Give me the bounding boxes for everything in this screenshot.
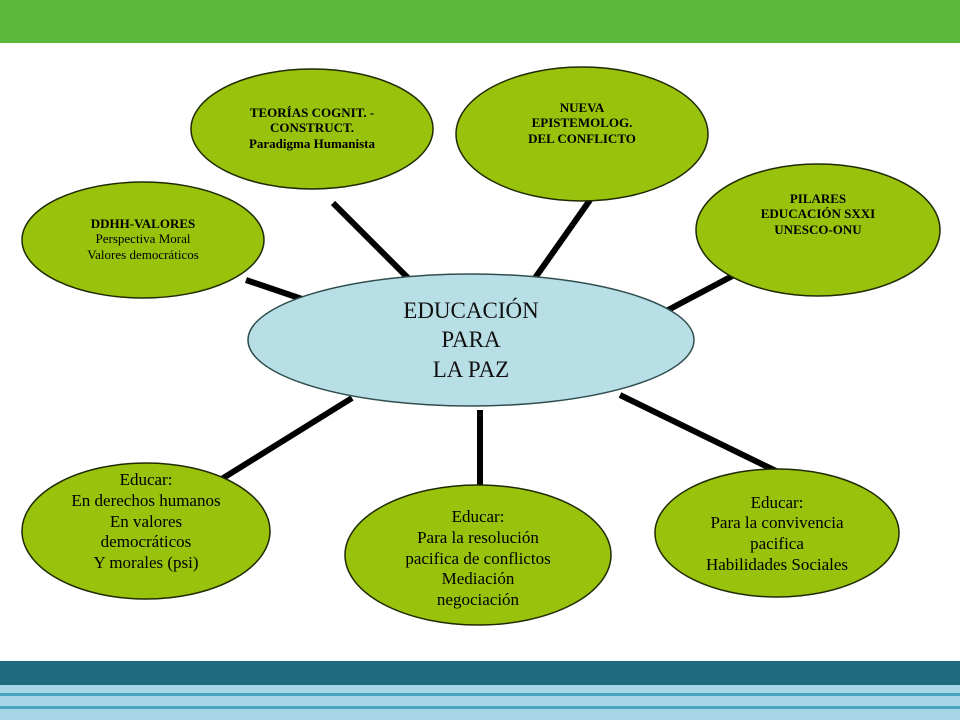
- center-line: LA PAZ: [432, 356, 510, 382]
- node-line: democráticos: [100, 532, 192, 552]
- node-line: Para la resolución: [417, 527, 539, 547]
- bubble-ddhh-valores: [21, 181, 265, 299]
- bubble-educar-ddhh: [21, 462, 271, 600]
- node-title: Educar:: [451, 507, 505, 527]
- node-line: Paradigma Humanista: [248, 135, 376, 151]
- node-title: NUEVA: [559, 100, 605, 115]
- center-line: EDUCACIÓN: [403, 297, 539, 323]
- node-title: PILARES: [789, 191, 847, 206]
- node-title: EPISTEMOLOG.: [531, 115, 633, 131]
- connector-teorias: [330, 200, 411, 281]
- center-ellipse: [247, 273, 695, 407]
- center-line: PARA: [441, 327, 501, 353]
- bottom-band-dark: [0, 661, 960, 685]
- node-title: DDHH-VALORES: [90, 216, 196, 231]
- node-nueva-epistemolog: NUEVA EPISTEMOLOG. DEL CONFLICTO: [482, 89, 682, 157]
- node-line: Para la convivencia: [710, 513, 844, 533]
- bubble-teorias-cognit: [190, 68, 434, 190]
- node-educar-convivencia: Educar: Para la convivencia pacifica Hab…: [667, 488, 887, 580]
- node-line: En derechos humanos: [71, 490, 221, 510]
- node-ddhh-valores: DDHH-VALORES Perspectiva Moral Valores d…: [43, 205, 243, 273]
- connector-educar-convivencia: [618, 392, 780, 475]
- node-line: pacifica de conflictos: [405, 548, 551, 568]
- connectors: [218, 198, 780, 492]
- bottom-band-mid: [0, 693, 960, 696]
- bubble-nueva-epistemolog: [455, 66, 709, 202]
- node-title: TEORÍAS COGNIT. -: [249, 105, 375, 120]
- node-title: EDUCACIÓN SXXI: [760, 206, 876, 222]
- center-label: EDUCACIÓN PARA LA PAZ: [271, 294, 671, 386]
- node-line: negociación: [436, 590, 520, 610]
- node-educar-ddhh: Educar: En derechos humanos En valores d…: [36, 466, 256, 578]
- node-title: UNESCO-ONU: [774, 221, 862, 237]
- node-pilares: PILARES EDUCACIÓN SXXI UNESCO-ONU: [718, 180, 918, 248]
- bottom-band-mid: [0, 706, 960, 709]
- node-title: DEL CONFLICTO: [528, 130, 636, 146]
- bubble-educar-convivencia: [654, 468, 900, 598]
- connector-ddhh: [245, 277, 306, 303]
- node-title: CONSTRUCT.: [270, 120, 354, 136]
- bubbles: [21, 66, 941, 626]
- node-title: Educar:: [750, 492, 804, 512]
- node-line: Valores democráticos: [87, 246, 199, 262]
- node-title: Educar:: [119, 470, 173, 490]
- connector-pilares: [666, 270, 740, 313]
- bottom-band-light: [0, 709, 960, 720]
- node-line: En valores: [109, 511, 183, 531]
- node-line: Mediación: [441, 569, 515, 589]
- bubble-pilares: [695, 163, 941, 297]
- node-line: Habilidades Sociales: [705, 554, 849, 574]
- top-accent-bar: [0, 0, 960, 43]
- bubble-educar-resolucion: [344, 484, 612, 626]
- bottom-band-light: [0, 696, 960, 706]
- node-educar-resolucion: Educar: Para la resolución pacifica de c…: [368, 503, 588, 615]
- bottom-band-light: [0, 685, 960, 693]
- node-line: pacifica: [750, 534, 804, 553]
- node-line: Perspectiva Moral: [95, 231, 191, 247]
- connector-epistemolog: [532, 198, 593, 280]
- connector-educar-ddhh: [218, 395, 354, 483]
- node-teorias-cognit: TEORÍAS COGNIT. - CONSTRUCT. Paradigma H…: [212, 94, 412, 162]
- node-line: Y morales (psi): [93, 553, 199, 573]
